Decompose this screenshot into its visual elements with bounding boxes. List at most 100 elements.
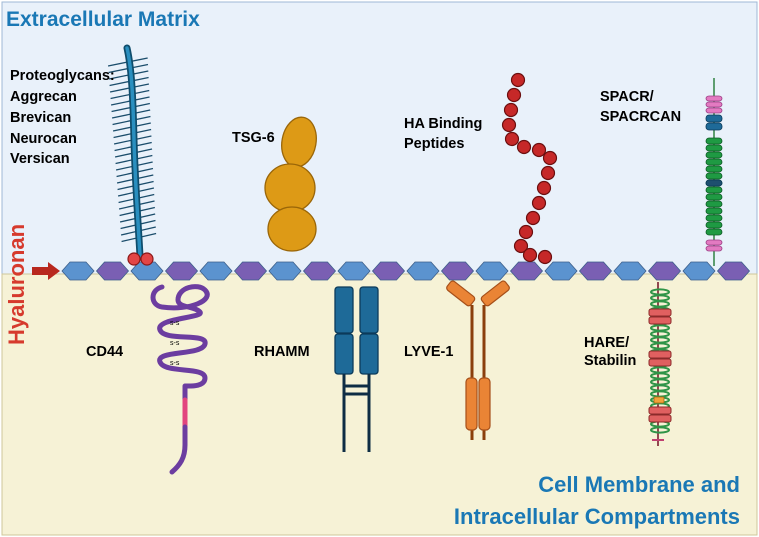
hyaluronan-hexagon [164, 261, 199, 281]
peptide-bead [501, 117, 517, 133]
lyve1-domain-left [465, 377, 478, 431]
spacr-green-domain [705, 144, 723, 152]
ha-binding-peptide-beads [501, 72, 558, 265]
hyaluronan-hexagon [268, 261, 302, 281]
hyaluronan-arrow [32, 262, 60, 280]
spacr-pink-domain [705, 107, 723, 114]
rhamm-domain-right-bottom [359, 333, 379, 375]
peptide-bead [537, 249, 553, 265]
peptide-bead [510, 72, 526, 88]
hyaluronan-hexagon [371, 261, 406, 281]
rhamm-domain-left-bottom [334, 333, 354, 375]
hyaluronan-hexagon [199, 261, 233, 281]
spacr-green-domain [705, 137, 723, 145]
proteoglycan-anchor-right [140, 252, 154, 266]
cd44-molecule [150, 284, 210, 475]
hare-block-6 [648, 414, 672, 423]
tsg6-domain-middle [264, 163, 316, 213]
peptide-bead [522, 247, 538, 263]
spacr-green-domain [705, 207, 723, 215]
rhamm-molecule [334, 286, 379, 452]
peptide-bead [531, 142, 547, 158]
hare-molecule [648, 282, 672, 446]
hyaluronan-hexagon [509, 261, 544, 281]
proteoglycans-label-2: Brevican [10, 110, 71, 126]
proteoglycan-anchor-left [127, 252, 141, 266]
peptide-bead [503, 102, 519, 118]
hyaluronan-hexagon [544, 261, 578, 281]
hyaluronan-hexagon [578, 261, 613, 281]
peptide-bead [542, 150, 558, 166]
hyaluronan-hexagon [647, 261, 682, 281]
hyaluronan-hexagon [613, 261, 647, 281]
lyve1-head-left [446, 280, 476, 307]
spacr-blue-domain [705, 114, 723, 123]
cd44-extracellular-domain [150, 284, 210, 403]
spacr-pink-domain [705, 95, 723, 102]
ha-binding-label-0: HA Binding [404, 116, 482, 132]
cd44-cytoplasmic-tail [169, 424, 188, 475]
lyve1-molecule [446, 280, 510, 440]
lyve1-head-right [480, 280, 510, 307]
spacr-green-domain [705, 186, 723, 194]
hyaluronan-hexagon [682, 261, 716, 281]
spacr-dark-domain [705, 179, 723, 187]
hare-block-5 [648, 406, 672, 415]
spacr-green-domain [705, 151, 723, 159]
hyaluronan-hexagon [440, 261, 475, 281]
tsg6-molecule [264, 116, 317, 252]
extracellular-region [1, 1, 758, 275]
lyve1-label: LYVE-1 [404, 344, 453, 360]
peptide-bead [525, 210, 541, 226]
spacr-green-domain [705, 214, 723, 222]
rhamm-label: RHAMM [254, 344, 310, 360]
spacr-domains [705, 95, 723, 252]
proteoglycans-label-3: Neurocan [10, 131, 77, 147]
cd44-disulfide-3: s-s [170, 360, 180, 367]
hyaluronan-hexagon [337, 261, 371, 281]
spacr-green-domain [705, 158, 723, 166]
cell-membrane-title-line1: Cell Membrane and [538, 472, 740, 497]
proteoglycan-molecule [107, 44, 157, 266]
spacr-blue-domain [705, 122, 723, 131]
peptide-bead [518, 224, 534, 240]
hyaluronan-hexagon [61, 261, 95, 281]
peptide-bead [531, 195, 547, 211]
spacr-pink-domain [705, 101, 723, 108]
hare-label-1: Stabilin [584, 353, 636, 369]
hare-block-3 [648, 350, 672, 359]
hyaluronan-hexagon [475, 261, 509, 281]
lyve1-domain-right [478, 377, 491, 431]
spacr-green-domain [705, 228, 723, 236]
peptide-bead [506, 87, 522, 103]
hare-block-2 [648, 316, 672, 325]
rhamm-domain-left-top [334, 286, 354, 334]
cell-region [1, 273, 758, 536]
peptide-bead [540, 165, 556, 181]
cd44-disulfide-2: s-s [170, 340, 180, 347]
cd44-disulfide-1: s-s [170, 320, 180, 327]
proteoglycans-label-1: Aggrecan [10, 89, 77, 105]
spacr-pink-domain [705, 245, 723, 252]
hyaluronan-hexagon [233, 261, 268, 281]
cell-membrane-title-line2: Intracellular Compartments [454, 504, 740, 529]
peptide-bead [513, 238, 529, 254]
spacr-molecule [705, 78, 723, 266]
tsg6-label: TSG-6 [232, 130, 275, 146]
hyaluronan-label: Hyaluronan [4, 224, 29, 345]
spacr-label-0: SPACR/ [600, 89, 654, 105]
hyaluronan-hexagon [302, 261, 337, 281]
peptide-bead [504, 131, 520, 147]
proteoglycan-core-highlight [125, 46, 142, 258]
hare-orange-marker [653, 396, 665, 404]
ha-binding-label-1: Peptides [404, 136, 464, 152]
cd44-label: CD44 [86, 344, 123, 360]
peptide-bead [516, 139, 532, 155]
rhamm-domain-right-top [359, 286, 379, 334]
hyaluronan-hexagon [716, 261, 751, 281]
hare-label-0: HARE/ [584, 335, 629, 351]
hyaluronan-hexagon [95, 261, 130, 281]
spacr-green-domain [705, 200, 723, 208]
